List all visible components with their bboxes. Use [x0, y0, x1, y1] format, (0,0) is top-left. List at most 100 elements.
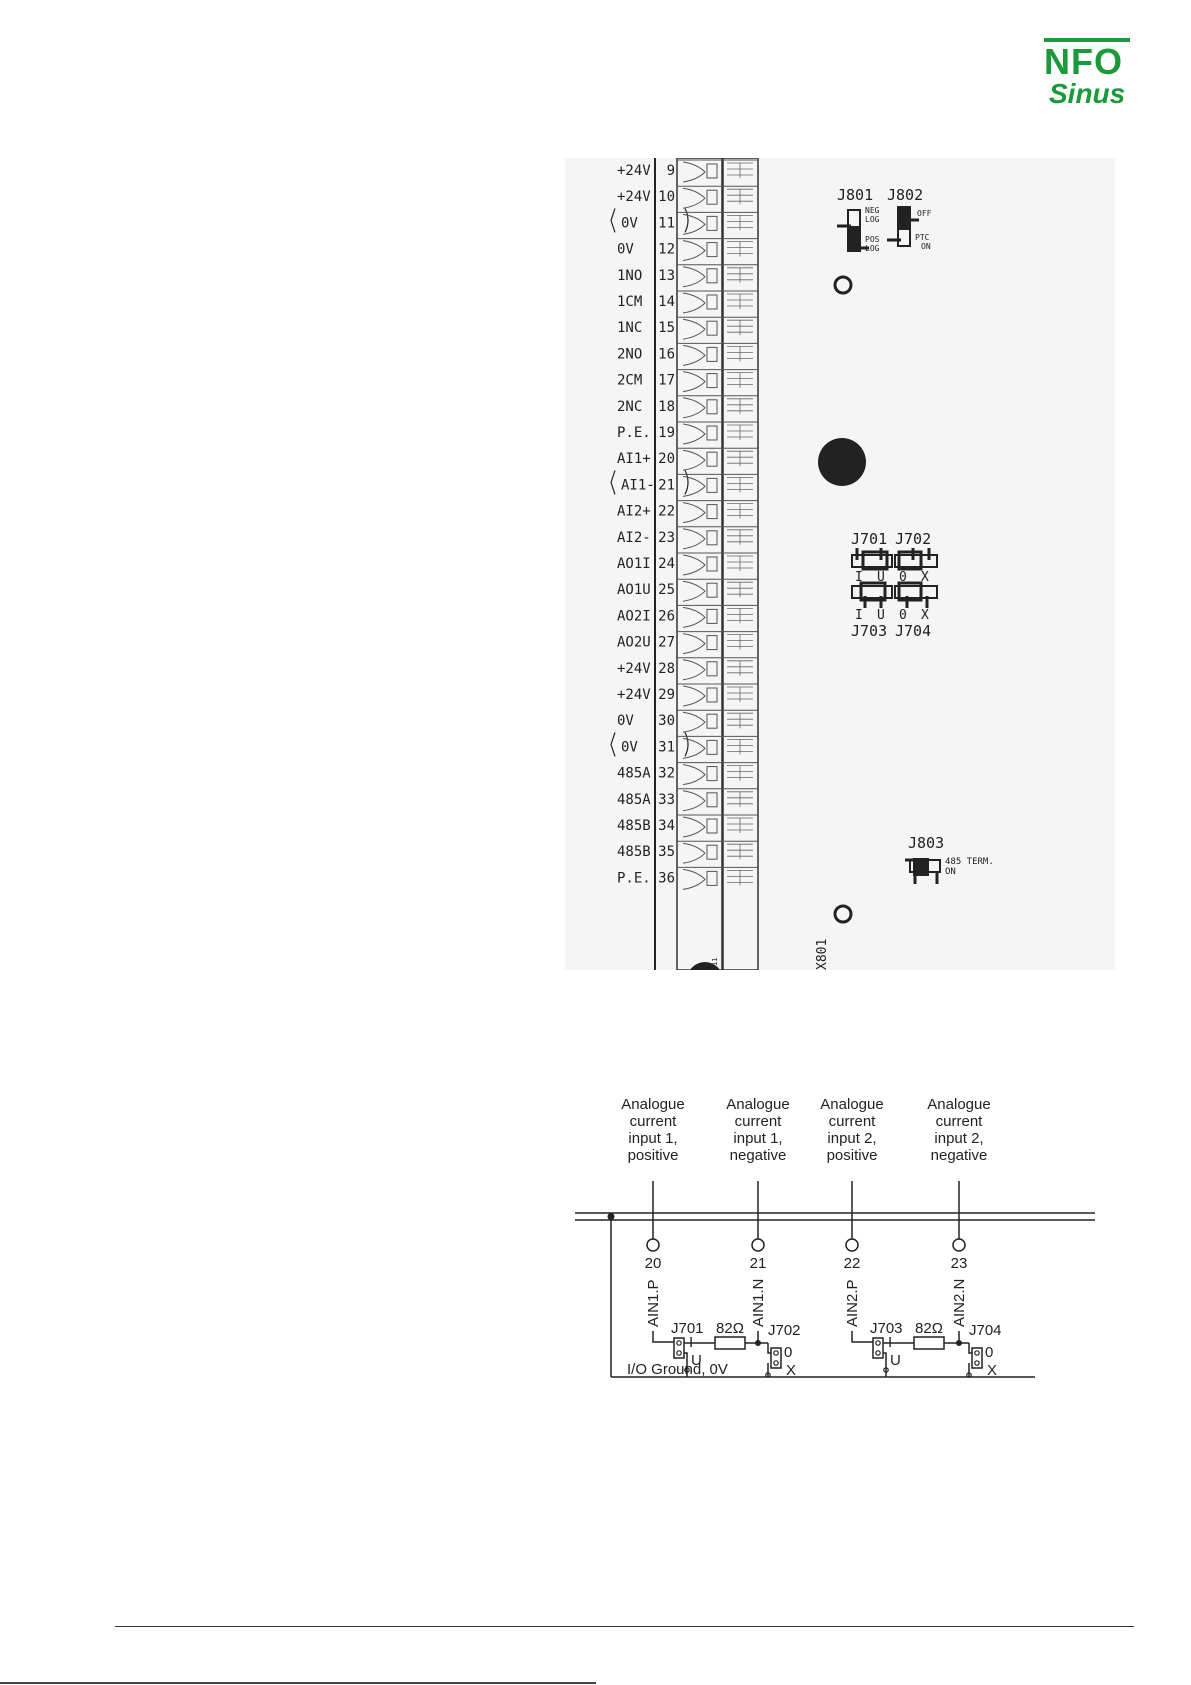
logo-main-text: NFO: [1044, 41, 1123, 82]
terminal-22: AI2+ 22: [617, 504, 675, 520]
terminal-label: AI1+: [617, 451, 651, 467]
terminal-cell: [677, 631, 758, 655]
terminal-label: AI2+: [617, 504, 651, 520]
pin-u-label: U: [890, 1352, 901, 1369]
terminal-number: 22: [658, 504, 675, 520]
j801-log-label: LOG: [865, 215, 880, 224]
terminal-circle: [845, 1238, 859, 1252]
j704-label: J704: [895, 622, 931, 640]
terminal-cell: [677, 683, 758, 707]
terminal-label: 1CM: [617, 294, 642, 310]
terminal-number: 20: [645, 1255, 662, 1272]
terminal-number: 14: [658, 294, 675, 310]
terminal-21: AI1-21: [610, 470, 689, 495]
terminal-number: 9: [667, 163, 675, 179]
jumper-header: [673, 1337, 685, 1359]
terminal-label: 1NC: [617, 320, 642, 336]
j803-on-label: ON: [945, 867, 956, 877]
j702-pin-0: 0: [899, 570, 907, 585]
input-caption-line: current: [829, 1113, 877, 1130]
j703-pin-i: I: [855, 608, 863, 623]
terminal-label: 2CM: [617, 373, 642, 389]
j704-pin-x: X: [921, 608, 929, 623]
resistor-label: 82Ω: [716, 1320, 744, 1337]
resistor: [913, 1336, 945, 1350]
mounting-hole-bottom: [833, 904, 853, 924]
current-input-network-1: J701IU82ΩJ7020X: [652, 1320, 801, 1379]
terminal-label: P.E.: [617, 425, 651, 441]
terminal-label: 0V: [617, 242, 634, 258]
terminal-strip: [676, 158, 759, 970]
terminal-label: 0V: [621, 739, 638, 755]
input-caption-line: Analogue: [820, 1096, 883, 1113]
terminal-cell: [677, 552, 758, 576]
terminal-label: +24V: [617, 189, 651, 205]
terminal-number: 29: [658, 687, 675, 703]
input-caption-line: input 2,: [934, 1130, 983, 1147]
j802-on-label: ON: [921, 242, 931, 251]
signal-label: AIN1.P: [645, 1279, 662, 1327]
bottom-rule: [0, 1682, 596, 1684]
terminal-9: +24V 9: [617, 163, 675, 179]
terminal-28: +24V 28: [617, 661, 675, 677]
j701-label: J701: [851, 530, 887, 548]
terminal-label: 485B: [617, 844, 651, 860]
terminal-number: 16: [658, 346, 675, 362]
terminal-number: 22: [844, 1255, 861, 1272]
jumper-header: [971, 1347, 983, 1369]
large-component: [818, 438, 866, 486]
current-input-network-2: J703IU82ΩJ7040X: [851, 1320, 1002, 1379]
jumper-label: J704: [969, 1322, 1002, 1339]
terminal-number: 28: [658, 661, 675, 677]
j704-pin-0: 0: [899, 608, 907, 623]
j801-neg-label: NEG: [865, 206, 880, 215]
pin-x-label: X: [786, 1362, 796, 1379]
terminal-number: 21: [750, 1255, 767, 1272]
terminal-cell: [677, 316, 758, 340]
terminal-number: 10: [658, 189, 675, 205]
terminal-circle: [751, 1238, 765, 1252]
terminal-number: 31: [658, 739, 675, 755]
signal-label: AIN2.N: [951, 1279, 968, 1327]
terminal-cell: [677, 657, 758, 681]
jumper-label: J701: [671, 1320, 704, 1337]
terminal-label: AI2-: [617, 530, 651, 546]
j701-pin-u: U: [877, 570, 885, 585]
terminal-cell: [677, 447, 758, 471]
input-caption-line: negative: [931, 1147, 988, 1164]
input-caption-line: Analogue: [726, 1096, 789, 1113]
terminal-cell: [677, 473, 758, 497]
terminal-number: 19: [658, 425, 675, 441]
terminal-cell: [677, 500, 758, 524]
logo-bar: [1044, 38, 1130, 42]
j703-pin-u: U: [877, 608, 885, 623]
terminal-label: P.E.: [617, 870, 651, 886]
terminal-label: +24V: [617, 687, 651, 703]
j803-jumper: J803 485 TERM. ON: [905, 834, 994, 884]
j703-label: J703: [851, 622, 887, 640]
bottom-component: [690, 962, 720, 970]
terminal-label: +24V: [617, 163, 651, 179]
terminal-cell: [677, 840, 758, 864]
terminal-label: 1NO: [617, 268, 642, 284]
strip-body-left: [676, 158, 724, 970]
terminal-label: AO2I: [617, 608, 651, 624]
jumper-label: J703: [870, 1320, 903, 1337]
j801-cap: [847, 226, 861, 252]
terminal-label: +24V: [617, 661, 651, 677]
terminal-circle: [952, 1238, 966, 1252]
jumper-header: [872, 1337, 884, 1359]
terminal-number: 17: [658, 373, 675, 389]
terminal-number: 23: [658, 530, 675, 546]
